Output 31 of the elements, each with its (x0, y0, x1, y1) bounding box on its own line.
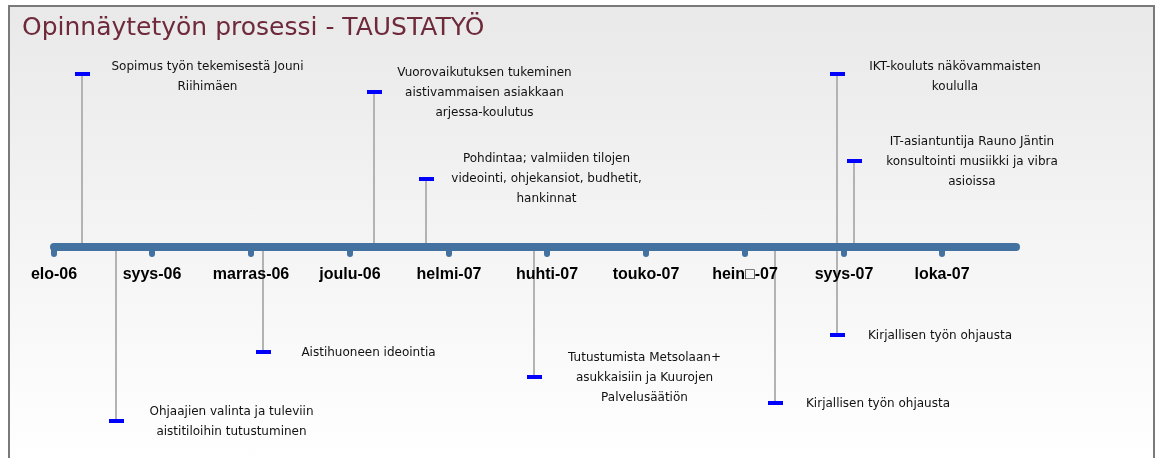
event-label: Kirjallisen työn ohjausta (867, 327, 1013, 344)
leader-line (262, 250, 264, 351)
month-label: syys-06 (122, 265, 182, 283)
event-label: IT-asiantuntija Rauno Jäntin konsultointi musiikki ja vibra asioissa (885, 133, 1059, 190)
leader-line (425, 180, 427, 244)
event-label: Sopimus työn tekemisestä Jouni Riihimäen (110, 58, 305, 95)
month-label: syys-07 (814, 265, 874, 283)
month-label: helmi-07 (416, 265, 482, 283)
leader-line (115, 250, 117, 420)
event-label: Tutustumista Metsolaan+ asukkaisiin ja Kuurojen Palvelusäätiön (567, 349, 722, 406)
month-label: elo-06 (30, 265, 78, 283)
leader-line (533, 250, 535, 376)
leader-line (853, 162, 855, 244)
event-label: Ohjaajien valinta ja tuleviin aistitiloihin tutustuminen (148, 403, 315, 440)
leader-line (81, 75, 83, 244)
month-label: huhti-07 (515, 265, 579, 283)
month-label: hein□-07 (712, 265, 778, 283)
event-label: Pohdintaa; valmiiden tilojen videointi, ohjekansiot, budhetit, hankinnat (450, 150, 643, 207)
event-label: Kirjallisen työn ohjausta (805, 395, 951, 412)
leader-line (373, 93, 375, 244)
leader-line (836, 75, 838, 244)
event-label: Aistihuoneen ideointia (300, 344, 437, 361)
slide-title: Opinnäytetyön prosessi - TAUSTATYÖ (22, 12, 485, 41)
month-label: loka-07 (914, 265, 970, 283)
leader-line (836, 250, 838, 334)
event-label: IKT-kouluts näkövammaisten koululla (868, 58, 1042, 95)
leader-line (774, 250, 776, 402)
month-label: marras-06 (212, 265, 290, 283)
month-label: joulu-06 (319, 265, 381, 283)
event-label: Vuorovaikutuksen tukeminen aistivammaisen asiakkaan arjessa-koulutus (396, 64, 573, 121)
month-label: touko-07 (612, 265, 680, 283)
